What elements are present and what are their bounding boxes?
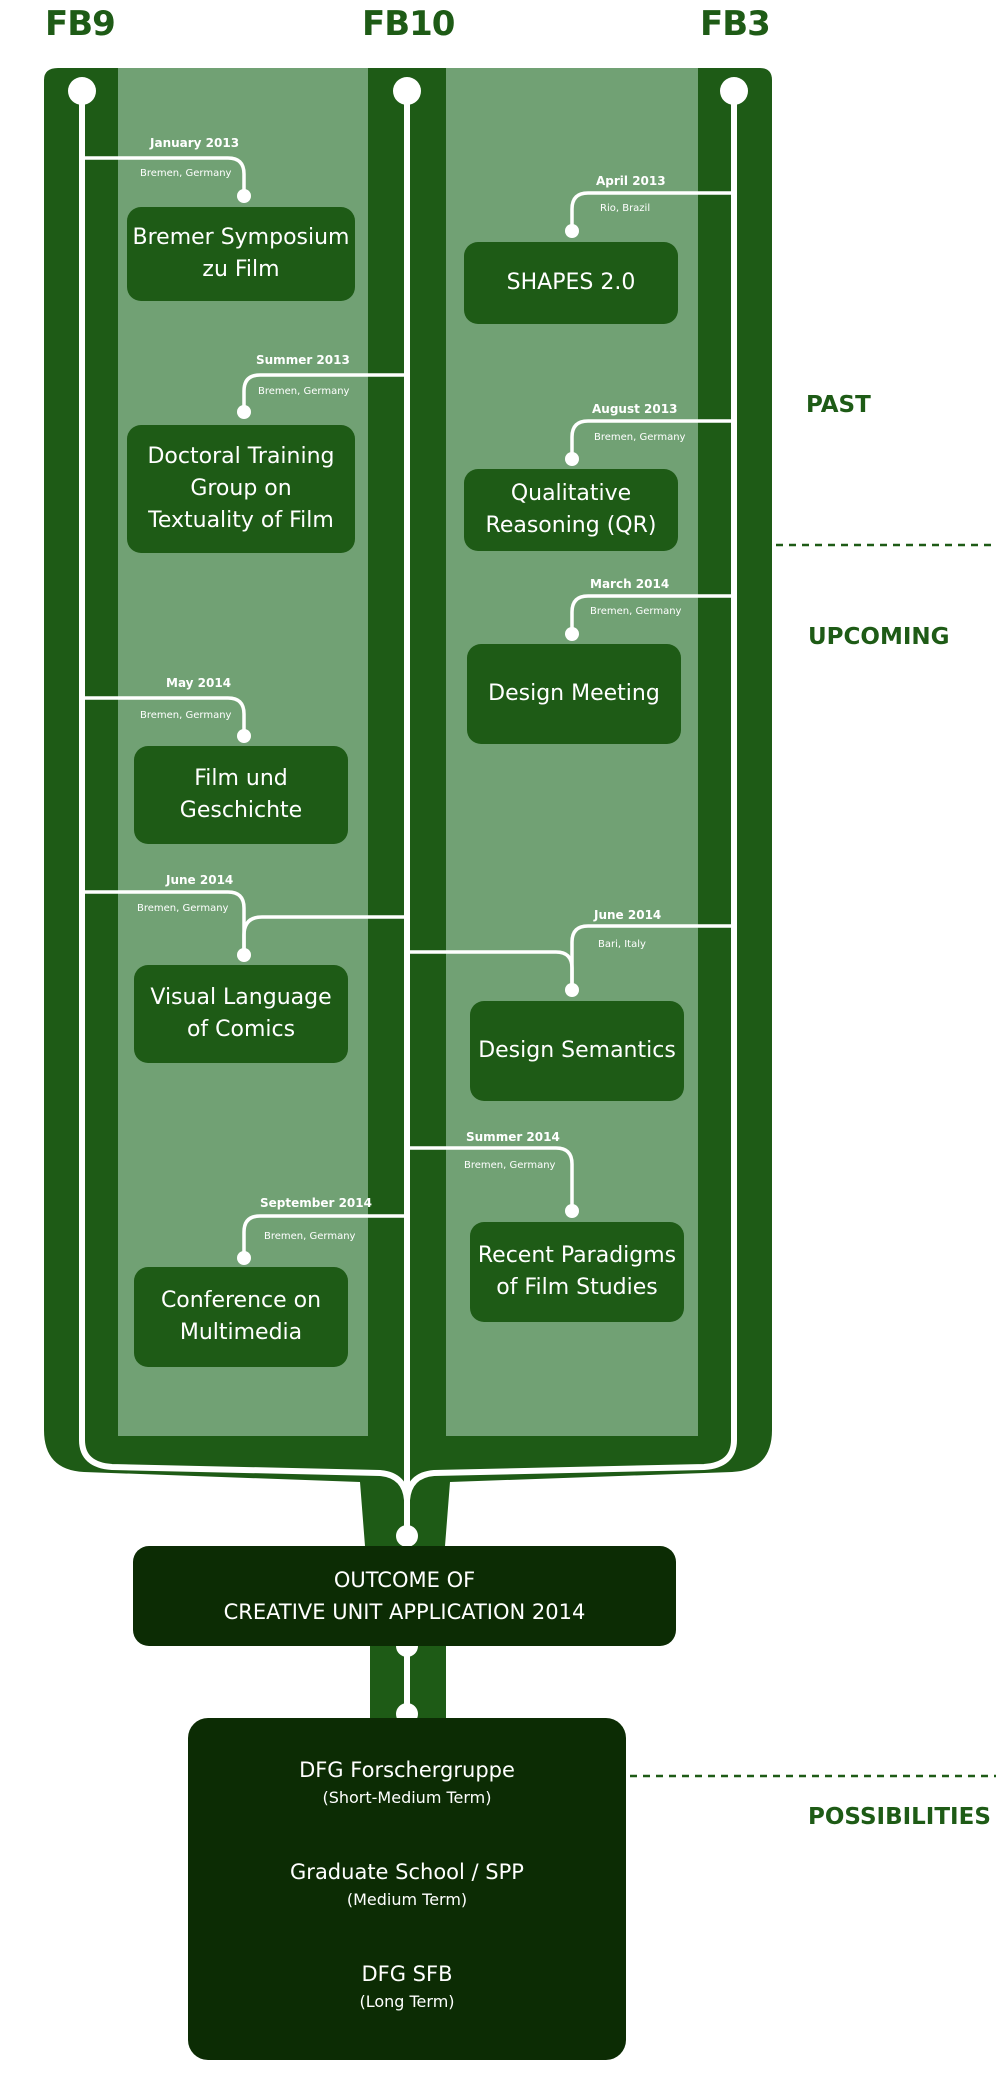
fb3-line bbox=[404, 87, 737, 1503]
date-recent: Summer 2014 bbox=[466, 1130, 560, 1144]
event-bremer-symposium: Bremer Symposium zu Film bbox=[127, 207, 355, 301]
column-header-fb3: FB3 bbox=[700, 4, 771, 44]
place-doctoral: Bremen, Germany bbox=[258, 386, 350, 397]
branch-bremer bbox=[82, 156, 246, 196]
outcome-line-1: OUTCOME OF bbox=[333, 1568, 476, 1592]
fb3-top-node bbox=[720, 77, 748, 105]
possibility-item: Graduate School / SPP (Medium Term) bbox=[188, 1860, 626, 1909]
branch-recent bbox=[407, 1146, 574, 1211]
place-design-meeting: Bremen, Germany bbox=[590, 606, 682, 617]
phase-possibilities: POSSIBILITIES bbox=[808, 1804, 991, 1830]
event-qualitative-reasoning: Qualitative Reasoning (QR) bbox=[464, 469, 678, 551]
event-design-meeting: Design Meeting bbox=[467, 644, 681, 744]
phase-past: PAST bbox=[806, 392, 871, 418]
outcome-in-node bbox=[396, 1525, 418, 1547]
possibility-term: (Medium Term) bbox=[346, 1890, 468, 1909]
date-conference: September 2014 bbox=[260, 1196, 372, 1210]
fb9-top-node bbox=[68, 77, 96, 105]
branch-film-und bbox=[82, 696, 246, 736]
branch-design-semantics-fb3 bbox=[570, 924, 734, 990]
outcome-box: OUTCOME OF CREATIVE UNIT APPLICATION 201… bbox=[133, 1546, 676, 1646]
event-doctoral-training: Doctoral Training Group on Textuality of… bbox=[127, 425, 355, 553]
place-film-und: Bremen, Germany bbox=[140, 710, 232, 721]
date-doctoral: Summer 2013 bbox=[256, 353, 350, 367]
branch-design-semantics-fb10 bbox=[407, 950, 574, 990]
possibility-item: DFG Forschergruppe (Short-Medium Term) bbox=[188, 1758, 626, 1807]
date-design-semantics: June 2014 bbox=[594, 908, 662, 922]
date-design-meeting: March 2014 bbox=[590, 577, 670, 591]
branch-visual-fb9 bbox=[82, 890, 246, 955]
event-film-und-geschichte: Film und Geschichte bbox=[134, 746, 348, 844]
fb10-top-node bbox=[393, 77, 421, 105]
possibility-title: DFG SFB bbox=[361, 1962, 453, 1986]
branch-qr bbox=[570, 419, 734, 459]
place-visual: Bremen, Germany bbox=[137, 903, 229, 914]
date-qr: August 2013 bbox=[592, 402, 678, 416]
place-qr: Bremen, Germany bbox=[594, 432, 686, 443]
place-recent: Bremen, Germany bbox=[464, 1160, 556, 1171]
branch-conference bbox=[242, 1214, 407, 1258]
place-shapes: Rio, Brazil bbox=[600, 203, 651, 214]
place-bremer: Bremen, Germany bbox=[140, 168, 232, 179]
place-conference: Bremen, Germany bbox=[264, 1231, 356, 1242]
date-film-und: May 2014 bbox=[166, 676, 232, 690]
phase-upcoming: UPCOMING bbox=[808, 624, 950, 650]
event-conference-multimedia: Conference on Multimedia bbox=[134, 1267, 348, 1367]
possibility-term: (Long Term) bbox=[359, 1992, 455, 2011]
date-visual: June 2014 bbox=[166, 873, 234, 887]
column-header-fb9: FB9 bbox=[45, 4, 116, 44]
place-design-semantics: Bari, Italy bbox=[598, 939, 646, 950]
possibilities-box: DFG Forschergruppe (Short-Medium Term) G… bbox=[188, 1718, 626, 2060]
event-visual-language: Visual Language of Comics bbox=[134, 965, 348, 1063]
possibility-item: DFG SFB (Long Term) bbox=[188, 1962, 626, 2011]
branch-shapes bbox=[570, 191, 734, 231]
possibility-term: (Short-Medium Term) bbox=[322, 1788, 492, 1807]
branch-visual-fb10 bbox=[242, 915, 407, 955]
outcome-line-2: CREATIVE UNIT APPLICATION 2014 bbox=[223, 1600, 586, 1624]
column-header-fb10: FB10 bbox=[362, 4, 455, 44]
event-design-semantics: Design Semantics bbox=[470, 1001, 684, 1101]
event-recent-paradigms: Recent Paradigms of Film Studies bbox=[470, 1222, 684, 1322]
possibility-title: DFG Forschergruppe bbox=[299, 1758, 515, 1782]
date-shapes: April 2013 bbox=[596, 174, 666, 188]
date-bremer: January 2013 bbox=[150, 136, 240, 150]
branch-doctoral bbox=[242, 373, 407, 412]
possibility-title: Graduate School / SPP bbox=[290, 1860, 524, 1884]
event-shapes: SHAPES 2.0 bbox=[464, 242, 678, 324]
branch-design-meeting bbox=[570, 594, 734, 634]
